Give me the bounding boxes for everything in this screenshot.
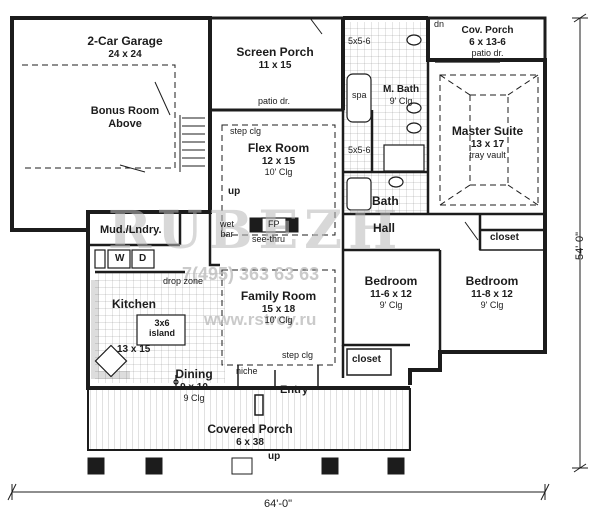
entry-label: Entry: [280, 384, 309, 396]
master-suite-size: 13 x 17: [470, 138, 505, 150]
master-suite-name: Master Suite: [451, 124, 524, 138]
room-boundaries: [221, 74, 539, 366]
up-top-label: up: [228, 186, 241, 197]
step-clg-top-label: step clg: [230, 126, 262, 136]
wet-bar-line1: wet: [220, 219, 235, 229]
screen-porch-name: Screen Porch: [236, 45, 314, 59]
covered-porch: [87, 388, 411, 475]
bedroom-2-size: 11-8 x 12: [471, 288, 513, 300]
dryer-label: D: [139, 253, 147, 264]
dimension-lines: [7, 13, 588, 501]
bath-label: Bath: [372, 194, 399, 208]
hall-label: Hall: [373, 221, 396, 235]
covered-porch-name: Covered Porch: [207, 422, 293, 436]
up-bottom-label: up: [268, 451, 281, 462]
bedroom-1-label: Bedroom 11-6 x 12 9' Clg: [345, 274, 437, 311]
island-line2: island: [148, 328, 175, 339]
fireplace-code: FP: [268, 219, 280, 229]
covered-porch-label: Covered Porch 6 x 38: [180, 422, 320, 448]
kitchen-name: Kitchen: [112, 297, 157, 311]
fireplace: [249, 217, 299, 233]
dining-name: Dining: [175, 367, 213, 381]
family-room-size: 15 x 18: [261, 303, 296, 315]
flex-room-size: 12 x 15: [261, 155, 296, 167]
depth-dimension: 54'-0": [574, 231, 587, 261]
master-bath-name: M. Bath: [382, 84, 420, 95]
shower-top-label: 5x5-6: [348, 36, 371, 46]
bonus-line2: Above: [108, 117, 142, 130]
cov-porch-size: 6 x 13-6: [469, 36, 506, 48]
flex-room-name: Flex Room: [247, 141, 310, 155]
dining-label: Dining 9 x 10 9 Clg: [164, 367, 224, 404]
laundry: [94, 249, 155, 269]
cov-porch-name: Cov. Porch: [461, 25, 514, 37]
family-room-ceiling: 10' Clg: [264, 315, 293, 326]
wet-bar-line2: bar: [220, 229, 234, 240]
niche-label: niche: [236, 366, 258, 376]
master-suite-label: Master Suite 13 x 17 tray vault: [430, 124, 545, 161]
bedroom-2-ceiling: 9' Clg: [480, 300, 504, 311]
garage-name: 2-Car Garage: [87, 34, 163, 48]
fireplace-note: see-thru: [252, 234, 286, 244]
spa-label: spa: [352, 90, 367, 100]
shower-bottom-label: 5x5-6: [348, 145, 371, 155]
flex-room-ceiling: 10' Clg: [264, 167, 293, 178]
dining-ceiling: 9 Clg: [183, 393, 205, 404]
island-line1: 3x6: [154, 318, 170, 328]
bedroom-1-ceiling: 9' Clg: [379, 300, 403, 311]
mud-laundry-label: Mud./Lndry.: [100, 224, 162, 236]
master-suite-ceiling: tray vault: [469, 150, 506, 161]
patio-door-label: patio dr.: [258, 96, 291, 106]
master-bath-fixtures: [346, 34, 425, 172]
entry-area: [237, 365, 319, 416]
family-room-name: Family Room: [240, 289, 317, 303]
width-dimension: 64'-0": [264, 498, 293, 510]
cov-porch-label: dn Cov. Porch 6 x 13-6 patio dr.: [430, 19, 545, 59]
kitchen-fixtures: [91, 280, 186, 388]
family-room-label: Family Room 15 x 18 10' Clg: [222, 289, 335, 326]
covered-porch-size: 6 x 38: [236, 436, 264, 448]
bonus-room-label: Bonus Room Above: [70, 105, 180, 130]
wet-bar-label: wet bar: [220, 219, 234, 240]
kitchen-size: 13 x 15: [117, 344, 151, 355]
drop-zone-label: drop zone: [163, 276, 204, 286]
porch-deck: [88, 388, 410, 450]
bedroom-1-name: Bedroom: [364, 274, 418, 288]
bedroom-2-label: Bedroom 11-8 x 12 9' Clg: [442, 274, 542, 311]
master-bath-ceiling: 9' Clg: [389, 95, 413, 106]
screen-porch-label: Screen Porch 11 x 15: [220, 45, 330, 71]
bath-fixtures: [346, 176, 404, 211]
garage-label: 2-Car Garage 24 x 24: [70, 34, 180, 60]
flex-room-label: Flex Room 12 x 15 10' Clg: [222, 141, 335, 178]
master-bath-label: M. Bath 9' Clg: [376, 84, 426, 106]
island-label: 3x6 island: [140, 318, 184, 339]
closets: [346, 221, 546, 376]
rear-porch: [427, 16, 547, 63]
cov-porch-door: patio dr.: [471, 48, 504, 59]
cov-porch-dn: dn: [434, 19, 445, 29]
bedroom-1-size: 11-6 x 12: [370, 288, 412, 300]
closet-left-label: closet: [352, 354, 381, 365]
bedroom-2-name: Bedroom: [465, 274, 519, 288]
closet-right-label: closet: [490, 232, 519, 243]
bonus-line1: Bonus Room: [90, 105, 160, 117]
garage-size: 24 x 24: [108, 48, 142, 60]
step-clg-bottom-label: step clg: [282, 350, 314, 360]
screen-porch-size: 11 x 15: [258, 59, 292, 71]
washer-label: W: [115, 253, 125, 264]
dining-size: 9 x 10: [180, 381, 208, 393]
